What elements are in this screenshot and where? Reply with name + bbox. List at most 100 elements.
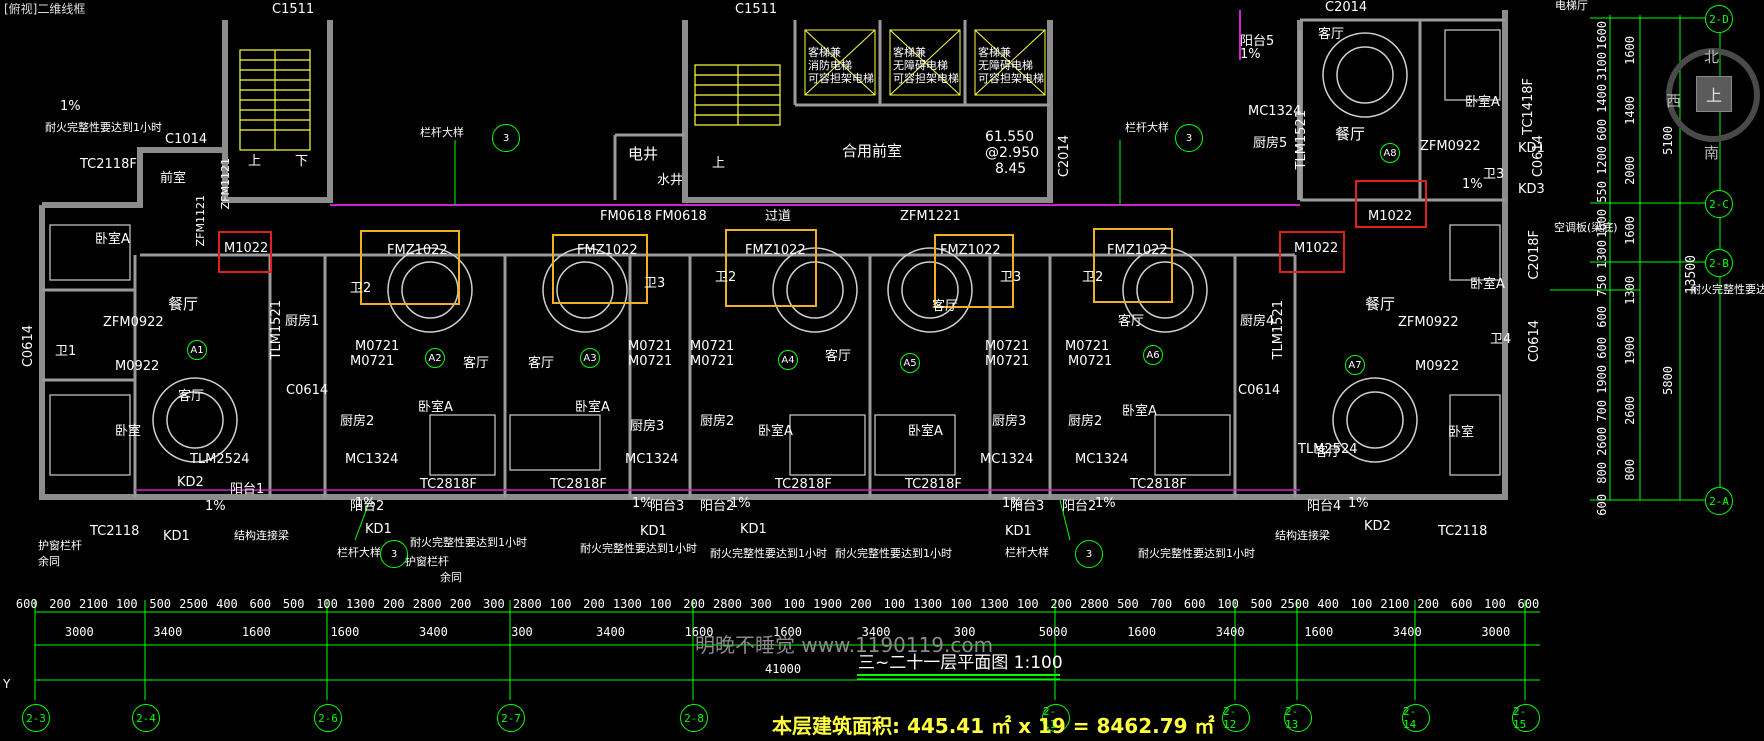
dimension-value: 1400 [1595, 83, 1609, 113]
dimension-value: 5100 [1661, 125, 1675, 155]
dimension-value: 1400 [1623, 95, 1637, 125]
room-label: 客厅 [528, 356, 555, 371]
note-beam: 结构连接梁 [234, 529, 289, 542]
elevator-note: 可容担架电梯 [893, 72, 959, 85]
tag: C0614 [1238, 383, 1281, 398]
dimension-value: 100 [115, 597, 138, 611]
dimension-value: 2000 [1623, 155, 1637, 185]
dimension-value: 100 [1484, 597, 1506, 611]
tag: FMZ1022 [1107, 243, 1168, 258]
tag: M1022 [1294, 241, 1339, 256]
dimension-value: 300 [953, 625, 976, 639]
unit-bubble-a3[interactable]: A3 [580, 348, 600, 368]
detail-callout-number: 3 [1085, 548, 1093, 560]
unit-id: A1 [190, 344, 204, 356]
compass-west[interactable]: 西 [1666, 92, 1682, 110]
room-label: 厨房5 [1253, 136, 1288, 151]
grid-bubble-bottom[interactable]: 2-8 [680, 704, 708, 732]
grid-bubble-bottom[interactable]: 2-15 [1512, 704, 1540, 732]
dimension-value: 200 [382, 597, 405, 611]
unit-bubble-a4[interactable]: A4 [778, 350, 798, 370]
compass-north[interactable]: 北 [1704, 48, 1720, 66]
viewcube-compass[interactable]: 北 南 西 上 [1666, 48, 1760, 162]
dimension-value: 1900 [813, 597, 843, 611]
note-guard: 护窗栏杆 [38, 539, 82, 552]
tag: KD1 [740, 522, 767, 537]
elevation-sub: 8.45 [995, 161, 1027, 177]
grid-bubble-right[interactable]: 2-C [1705, 190, 1733, 218]
highlight-orange-fmz1022-4 [934, 234, 1014, 308]
grid-bubble-bottom[interactable]: 2-12 [1222, 704, 1250, 732]
grid-bubble-bottom[interactable]: 2-3 [22, 704, 50, 732]
room-label: 电井 [628, 145, 659, 163]
grid-id: 2-12 [1223, 705, 1237, 731]
dimension-value: 600 [1595, 337, 1609, 359]
viewcube-face-label: 上 [1705, 86, 1722, 105]
dimension-value: 400 [216, 597, 238, 611]
room-label: 上 [712, 156, 726, 171]
unit-bubble-a2[interactable]: A2 [425, 348, 445, 368]
elevator-note: 无障碍电梯 [893, 59, 948, 72]
slope: 1% [1240, 47, 1261, 62]
dimension-value: 2100 [1380, 597, 1410, 611]
tag: M0721 [985, 354, 1030, 369]
unit-id: A3 [583, 352, 597, 364]
tag: C2018F [1527, 230, 1542, 280]
tag: ZFM0922 [103, 315, 164, 330]
grid-bubble-bottom[interactable]: 2-11 [1042, 704, 1070, 732]
grid-bubble-right[interactable]: 2-D [1705, 5, 1733, 33]
grid-bubble-right[interactable]: 2-B [1705, 249, 1733, 277]
unit-bubble-a6[interactable]: A6 [1143, 345, 1163, 365]
grid-bubble-bottom[interactable]: 2-13 [1284, 704, 1312, 732]
dimension-value: 1900 [1595, 364, 1609, 394]
dimension-value: 2600 [1623, 395, 1637, 425]
tag: KD1 [365, 522, 392, 537]
viewcube-face[interactable]: 上 [1696, 76, 1732, 112]
compass-south[interactable]: 南 [1704, 144, 1720, 162]
dimension-value: 3100 [1595, 52, 1609, 82]
unit-bubble-a1[interactable]: A1 [187, 340, 207, 360]
unit-bubble-a5[interactable]: A5 [900, 353, 920, 373]
dimension-value: 2600 [1595, 427, 1609, 457]
highlight-orange-fmz1022-3 [725, 229, 817, 307]
grid-bubble-bottom[interactable]: 2-7 [497, 704, 525, 732]
note-railing: 栏杆大样 [1125, 121, 1169, 134]
dimension-value: 600 [1595, 118, 1609, 141]
room-label: 厨房2 [700, 414, 735, 429]
tag: C2014 [1057, 135, 1072, 178]
tag: ZFM0922 [1420, 139, 1481, 154]
tag: C0614 [1527, 320, 1542, 363]
room-label: 卧室A [1465, 95, 1500, 110]
unit-bubble-a8[interactable]: A8 [1380, 143, 1400, 163]
room-label: 卧室A [908, 424, 943, 439]
stair-right [694, 64, 781, 126]
tag: TC2118 [1438, 524, 1488, 539]
room-label: 卧室A [95, 232, 130, 247]
tag: TC2118F [80, 157, 137, 172]
dimension-value: 200 [449, 597, 472, 611]
tag: TLM1521 [1271, 300, 1286, 360]
unit-bubble-a7[interactable]: A7 [1345, 355, 1365, 375]
dimension-value: 700 [1150, 597, 1173, 611]
tag: MC1324 [1075, 452, 1129, 467]
room-label: 厨房2 [1068, 414, 1103, 429]
note-guard: 护窗栏杆 [405, 555, 449, 568]
dimension-value: 3400 [418, 625, 448, 639]
detail-callout: 3 [1175, 124, 1203, 152]
grid-bubble-bottom[interactable]: 2-6 [314, 704, 342, 732]
tag: ZFM1121 [219, 158, 232, 210]
note-railing: 栏杆大样 [420, 126, 464, 139]
tag: M0721 [985, 339, 1030, 354]
tag: TC2818F [775, 477, 832, 492]
grid-id: 2-13 [1285, 705, 1299, 731]
grid-bubble-right[interactable]: 2-A [1705, 487, 1733, 515]
dimension-value: 550 [1595, 181, 1609, 203]
dimension-value: 1200 [1595, 146, 1609, 176]
stair-left [239, 49, 311, 151]
tag: MC1324 [625, 452, 679, 467]
tag: ZFM1121 [194, 195, 207, 247]
grid-bubble-bottom[interactable]: 2-14 [1402, 704, 1430, 732]
viewport-label[interactable]: [俯视]二维线框 [4, 2, 86, 16]
grid-bubble-bottom[interactable]: 2-4 [132, 704, 160, 732]
